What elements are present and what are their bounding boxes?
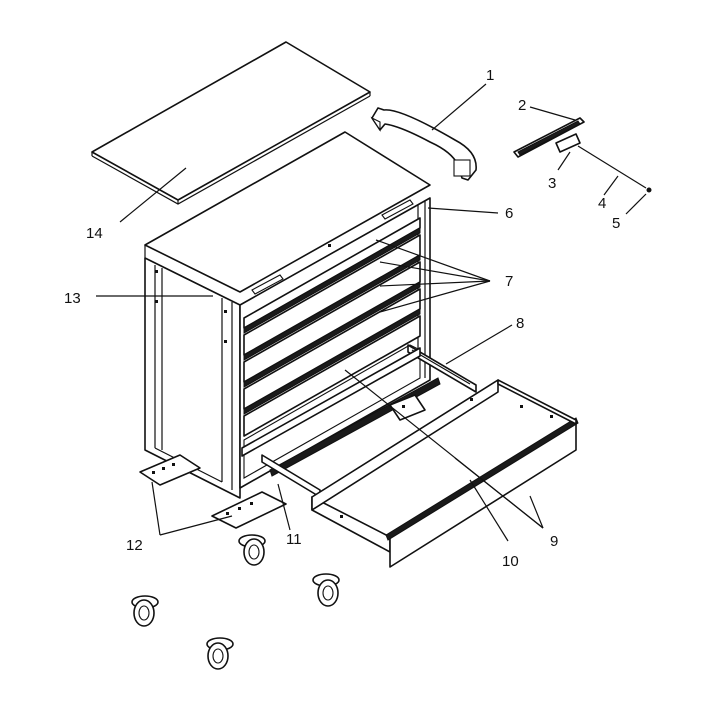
caster-front-left [131,595,159,627]
callout-12: 12 [126,537,143,554]
caster-front-right [238,534,266,566]
casters [131,534,340,670]
caster-back-left [206,637,234,670]
part-14-top-mat [91,41,371,205]
callout-5: 5 [612,215,620,232]
part-8-slide [407,344,477,393]
callout-13: 13 [64,290,81,307]
callout-10: 10 [502,553,519,570]
callout-11: 11 [286,531,302,548]
callout-1: 1 [486,67,494,84]
callout-labels: 1 2 3 4 5 6 7 8 9 10 11 12 13 14 [64,67,620,570]
part-2-strip [513,117,585,158]
callout-6: 6 [505,205,513,222]
part-3-latch [555,133,581,153]
part-12-plates [139,394,426,529]
leader-lines [96,83,647,542]
callout-7: 7 [505,273,513,290]
part-1-handle [370,107,477,181]
callout-9: 9 [550,533,558,550]
part-5-pin [646,187,652,193]
callout-3: 3 [548,175,556,192]
part-4-rod [577,145,647,189]
callout-4: 4 [598,195,606,212]
callout-2: 2 [518,97,526,114]
caster-back-right [312,573,340,607]
callout-8: 8 [516,315,524,332]
callout-14: 14 [86,225,103,242]
